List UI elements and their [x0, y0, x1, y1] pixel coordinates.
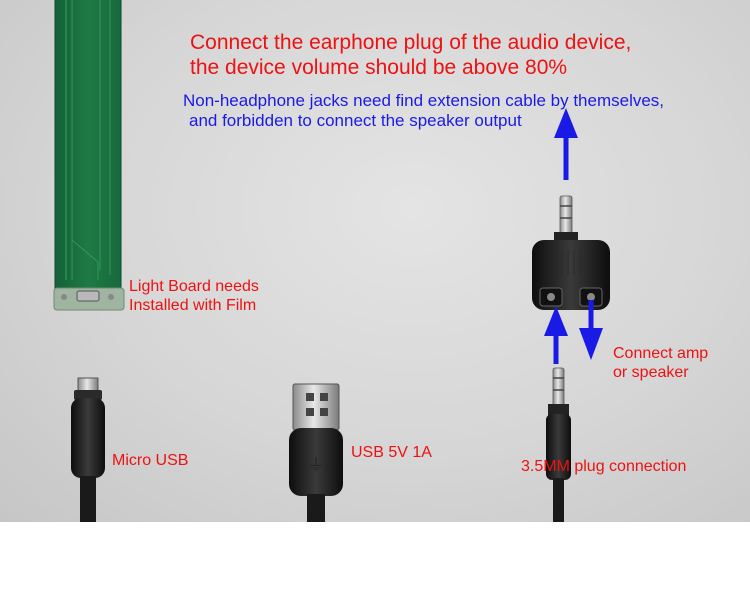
- usb-power-label: USB 5V 1A: [351, 444, 432, 461]
- plug-connection-label: 3.5MM plug connection: [521, 458, 687, 475]
- amp-line: or speaker: [613, 364, 689, 382]
- headline-line: the device volume should be above 80%: [190, 56, 568, 80]
- headline-line: Connect the earphone plug of the audio d…: [190, 31, 632, 54]
- amp-label: Connect amp or speaker: [613, 344, 708, 382]
- note-line: and forbidden to connect the speaker out…: [189, 111, 522, 131]
- up-arrow-icon: [554, 108, 578, 180]
- svg-text:⏚: ⏚: [308, 455, 324, 474]
- note-line: Non-headphone jacks need find extension …: [183, 91, 665, 110]
- light-board-line: Light Board needs: [129, 278, 259, 295]
- product-photo: ⏚: [0, 0, 750, 522]
- audio-plug-cable: [546, 367, 571, 522]
- micro-usb-label: Micro USB: [112, 452, 189, 469]
- up-arrow-icon: [544, 306, 568, 364]
- light-board-pcb: [53, 0, 125, 311]
- photo-scene: ⏚: [53, 0, 610, 522]
- audio-splitter-adapter: [532, 195, 610, 310]
- usb-a-cable: ⏚: [289, 383, 343, 522]
- micro-usb-cable: [71, 377, 105, 522]
- light-board-line: Installed with Film: [129, 297, 257, 315]
- note-text: Non-headphone jacks need find extension …: [183, 91, 664, 132]
- headline-text: Connect the earphone plug of the audio d…: [190, 30, 631, 80]
- down-arrow-icon: [579, 300, 603, 360]
- amp-line: Connect amp: [613, 345, 709, 362]
- light-board-label: Light Board needs Installed with Film: [129, 277, 259, 315]
